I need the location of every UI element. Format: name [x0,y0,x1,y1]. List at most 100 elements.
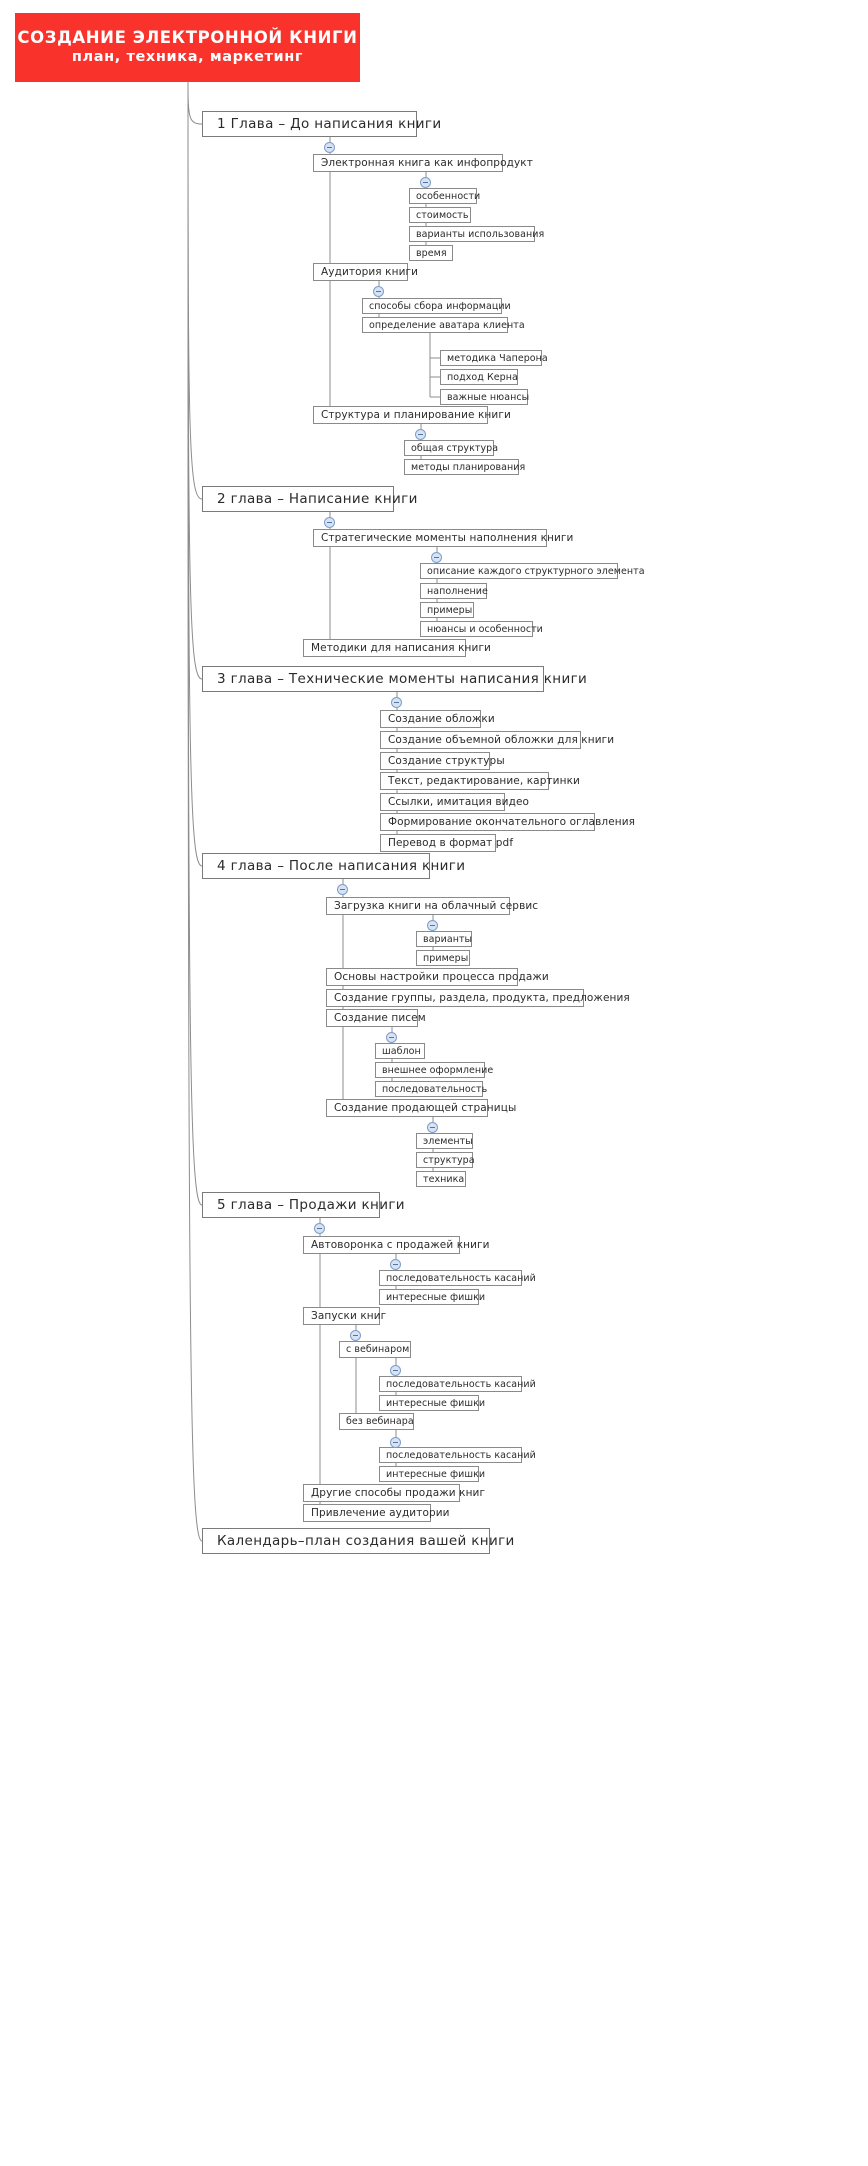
node-label: особенности [416,190,481,202]
node-label: шаблон [382,1045,421,1057]
mindmap-node-n2_1_2[interactable]: наполнение [420,583,488,599]
mindmap-node-n1_1_2[interactable]: стоимость [409,207,471,223]
collapse-minus-icon-ch3[interactable] [391,697,402,708]
node-label: Ссылки, имитация видео [388,796,530,808]
mindmap-node-calendar[interactable]: Календарь–план создания вашей книги [202,1528,514,1554]
node-label: Привлечение аудитории [311,1507,450,1519]
mindmap-node-n3_2[interactable]: Создание объемной обложки для книги [380,731,614,749]
node-label: методика Чаперона [447,352,548,364]
mindmap-node-n5_3[interactable]: Другие способы продажи книг [303,1484,485,1502]
mindmap-node-n1_3_1[interactable]: общая структура [404,440,498,456]
mindmap-node-n1_3[interactable]: Структура и планирование книги [313,406,511,424]
node-label: Автоворонка с продажей книги [311,1239,490,1251]
mindmap-node-n4_4[interactable]: Создание писем [326,1009,426,1027]
mindmap-node-n3_5[interactable]: Ссылки, имитация видео [380,793,529,811]
collapse-minus-icon-n4_4[interactable] [386,1032,397,1043]
mindmap-node-n4_4_1[interactable]: шаблон [375,1043,425,1059]
node-label: Электронная книга как инфопродукт [321,157,533,169]
mindmap-node-n5_4[interactable]: Привлечение аудитории [303,1504,449,1522]
collapse-minus-icon-n5_2_2[interactable] [390,1437,401,1448]
mindmap-node-n5_2[interactable]: Запуски книг [303,1307,386,1325]
node-label: описание каждого структурного элемента [427,565,645,577]
node-label: Создание писем [334,1012,426,1024]
node-label: структура [423,1154,475,1166]
mindmap-node-n5_2_1_1[interactable]: последовательность касаний [379,1376,536,1392]
mindmap-node-n2_2[interactable]: Методики для написания книги [303,639,491,657]
mindmap-node-ch3[interactable]: 3 глава – Технические моменты написания … [202,666,587,692]
mindmap-node-ch4[interactable]: 4 глава – После написания книги [202,853,465,879]
collapse-minus-icon-ch1[interactable] [324,142,335,153]
mindmap-node-n5_2_2[interactable]: без вебинара [339,1413,414,1430]
node-label: наполнение [427,585,488,597]
mindmap-node-n1_2[interactable]: Аудитория книги [313,263,418,281]
mindmap-node-n5_2_2_2[interactable]: интересные фишки [379,1466,485,1482]
mindmap-node-n1_1_3[interactable]: варианты использования [409,226,544,242]
title-line-2: план, техника, маркетинг [71,49,304,66]
mindmap-node-n3_4[interactable]: Текст, редактирование, картинки [380,772,580,790]
mindmap-node-n4_3[interactable]: Создание группы, раздела, продукта, пред… [326,989,630,1007]
node-label: 5 глава – Продажи книги [217,1197,405,1213]
mindmap-node-n4_1_2[interactable]: примеры [416,950,470,966]
mindmap-node-n1_1_1[interactable]: особенности [409,188,481,204]
collapse-minus-icon-ch2[interactable] [324,517,335,528]
mindmap-node-n1_1_4[interactable]: время [409,245,453,261]
mindmap-node-n5_2_2_1[interactable]: последовательность касаний [379,1447,536,1463]
collapse-minus-icon-n1_2[interactable] [373,286,384,297]
mindmap-node-ch1[interactable]: 1 Глава – До написания книги [202,111,441,137]
mindmap-node-n2_1_1[interactable]: описание каждого структурного элемента [420,563,645,579]
mindmap-node-n4_4_2[interactable]: внешнее оформление [375,1062,493,1078]
collapse-minus-icon-ch5[interactable] [314,1223,325,1234]
node-label: Формирование окончательного оглавления [388,816,636,828]
collapse-minus-icon-n4_1[interactable] [427,920,438,931]
mindmap-node-n2_1_4[interactable]: нюансы и особенности [420,621,543,637]
mindmap-node-n4_4_3[interactable]: последовательность [375,1081,487,1097]
mindmap-node-n4_5[interactable]: Создание продающей страницы [326,1099,516,1117]
title-line-1: СОЗДАНИЕ ЭЛЕКТРОННОЙ КНИГИ [17,27,358,47]
mindmap-node-n1_2_2[interactable]: определение аватара клиента [362,317,525,333]
node-label: Методики для написания книги [311,642,491,654]
mindmap-node-n4_2[interactable]: Основы настройки процесса продажи [326,968,549,986]
collapse-minus-icon-ch4[interactable] [337,884,348,895]
mindmap-node-n5_2_1[interactable]: с вебинаром [339,1341,411,1358]
collapse-minus-icon-n1_3[interactable] [415,429,426,440]
node-label: Загрузка книги на облачный сервис [334,900,539,912]
node-label: Создание структуры [388,755,505,767]
mindmap-node-n5_2_1_2[interactable]: интересные фишки [379,1395,485,1411]
mindmap-node-n4_5_3[interactable]: техника [416,1171,466,1187]
mindmap-node-n3_3[interactable]: Создание структуры [380,752,505,770]
mindmap-node-n5_1[interactable]: Автоворонка с продажей книги [303,1236,490,1254]
mindmap-node-n4_5_2[interactable]: структура [416,1152,475,1168]
mindmap-node-n1_3_2[interactable]: методы планирования [404,459,525,475]
title-banner: СОЗДАНИЕ ЭЛЕКТРОННОЙ КНИГИ план, техника… [15,13,360,82]
mindmap-node-ch2[interactable]: 2 глава – Написание книги [202,486,417,512]
mindmap-node-n1_3_b[interactable]: подход Керна [440,369,518,385]
mindmap-node-n5_1_1[interactable]: последовательность касаний [379,1270,536,1286]
mindmap-node-n1_3_a[interactable]: методика Чаперона [440,350,548,366]
collapse-minus-icon-n5_1[interactable] [390,1259,401,1270]
collapse-minus-icon-n5_2[interactable] [350,1330,361,1341]
collapse-minus-icon-n4_5[interactable] [427,1122,438,1133]
mindmap-node-n1_3_c[interactable]: важные нюансы [440,389,529,405]
mindmap-node-n4_1[interactable]: Загрузка книги на облачный сервис [326,897,538,915]
mindmap-node-n4_5_1[interactable]: элементы [416,1133,473,1149]
collapse-minus-icon-n5_2_1[interactable] [390,1365,401,1376]
mindmap-node-n3_7[interactable]: Перевод в формат pdf [380,834,513,852]
collapse-minus-icon-n2_1[interactable] [431,552,442,563]
node-label: Создание группы, раздела, продукта, пред… [334,992,630,1004]
node-label: варианты [423,933,473,945]
node-label: Календарь–план создания вашей книги [217,1533,515,1549]
node-label: Основы настройки процесса продажи [334,971,549,983]
mindmap-node-n4_1_1[interactable]: варианты [416,931,472,947]
mindmap-node-n2_1_3[interactable]: примеры [420,602,474,618]
mindmap-node-n2_1[interactable]: Стратегические моменты наполнения книги [313,529,573,547]
mindmap-node-n5_1_2[interactable]: интересные фишки [379,1289,485,1305]
node-label: Аудитория книги [321,266,419,278]
mindmap-node-ch5[interactable]: 5 глава – Продажи книги [202,1192,405,1218]
mindmap-node-n3_6[interactable]: Формирование окончательного оглавления [380,813,635,831]
collapse-minus-icon-n1_1[interactable] [420,177,431,188]
mindmap-node-n1_1[interactable]: Электронная книга как инфопродукт [313,154,533,172]
node-label: интересные фишки [386,1397,486,1409]
mindmap-node-n3_1[interactable]: Создание обложки [380,710,495,728]
mindmap-node-n1_2_1[interactable]: способы сбора информации [362,298,511,314]
